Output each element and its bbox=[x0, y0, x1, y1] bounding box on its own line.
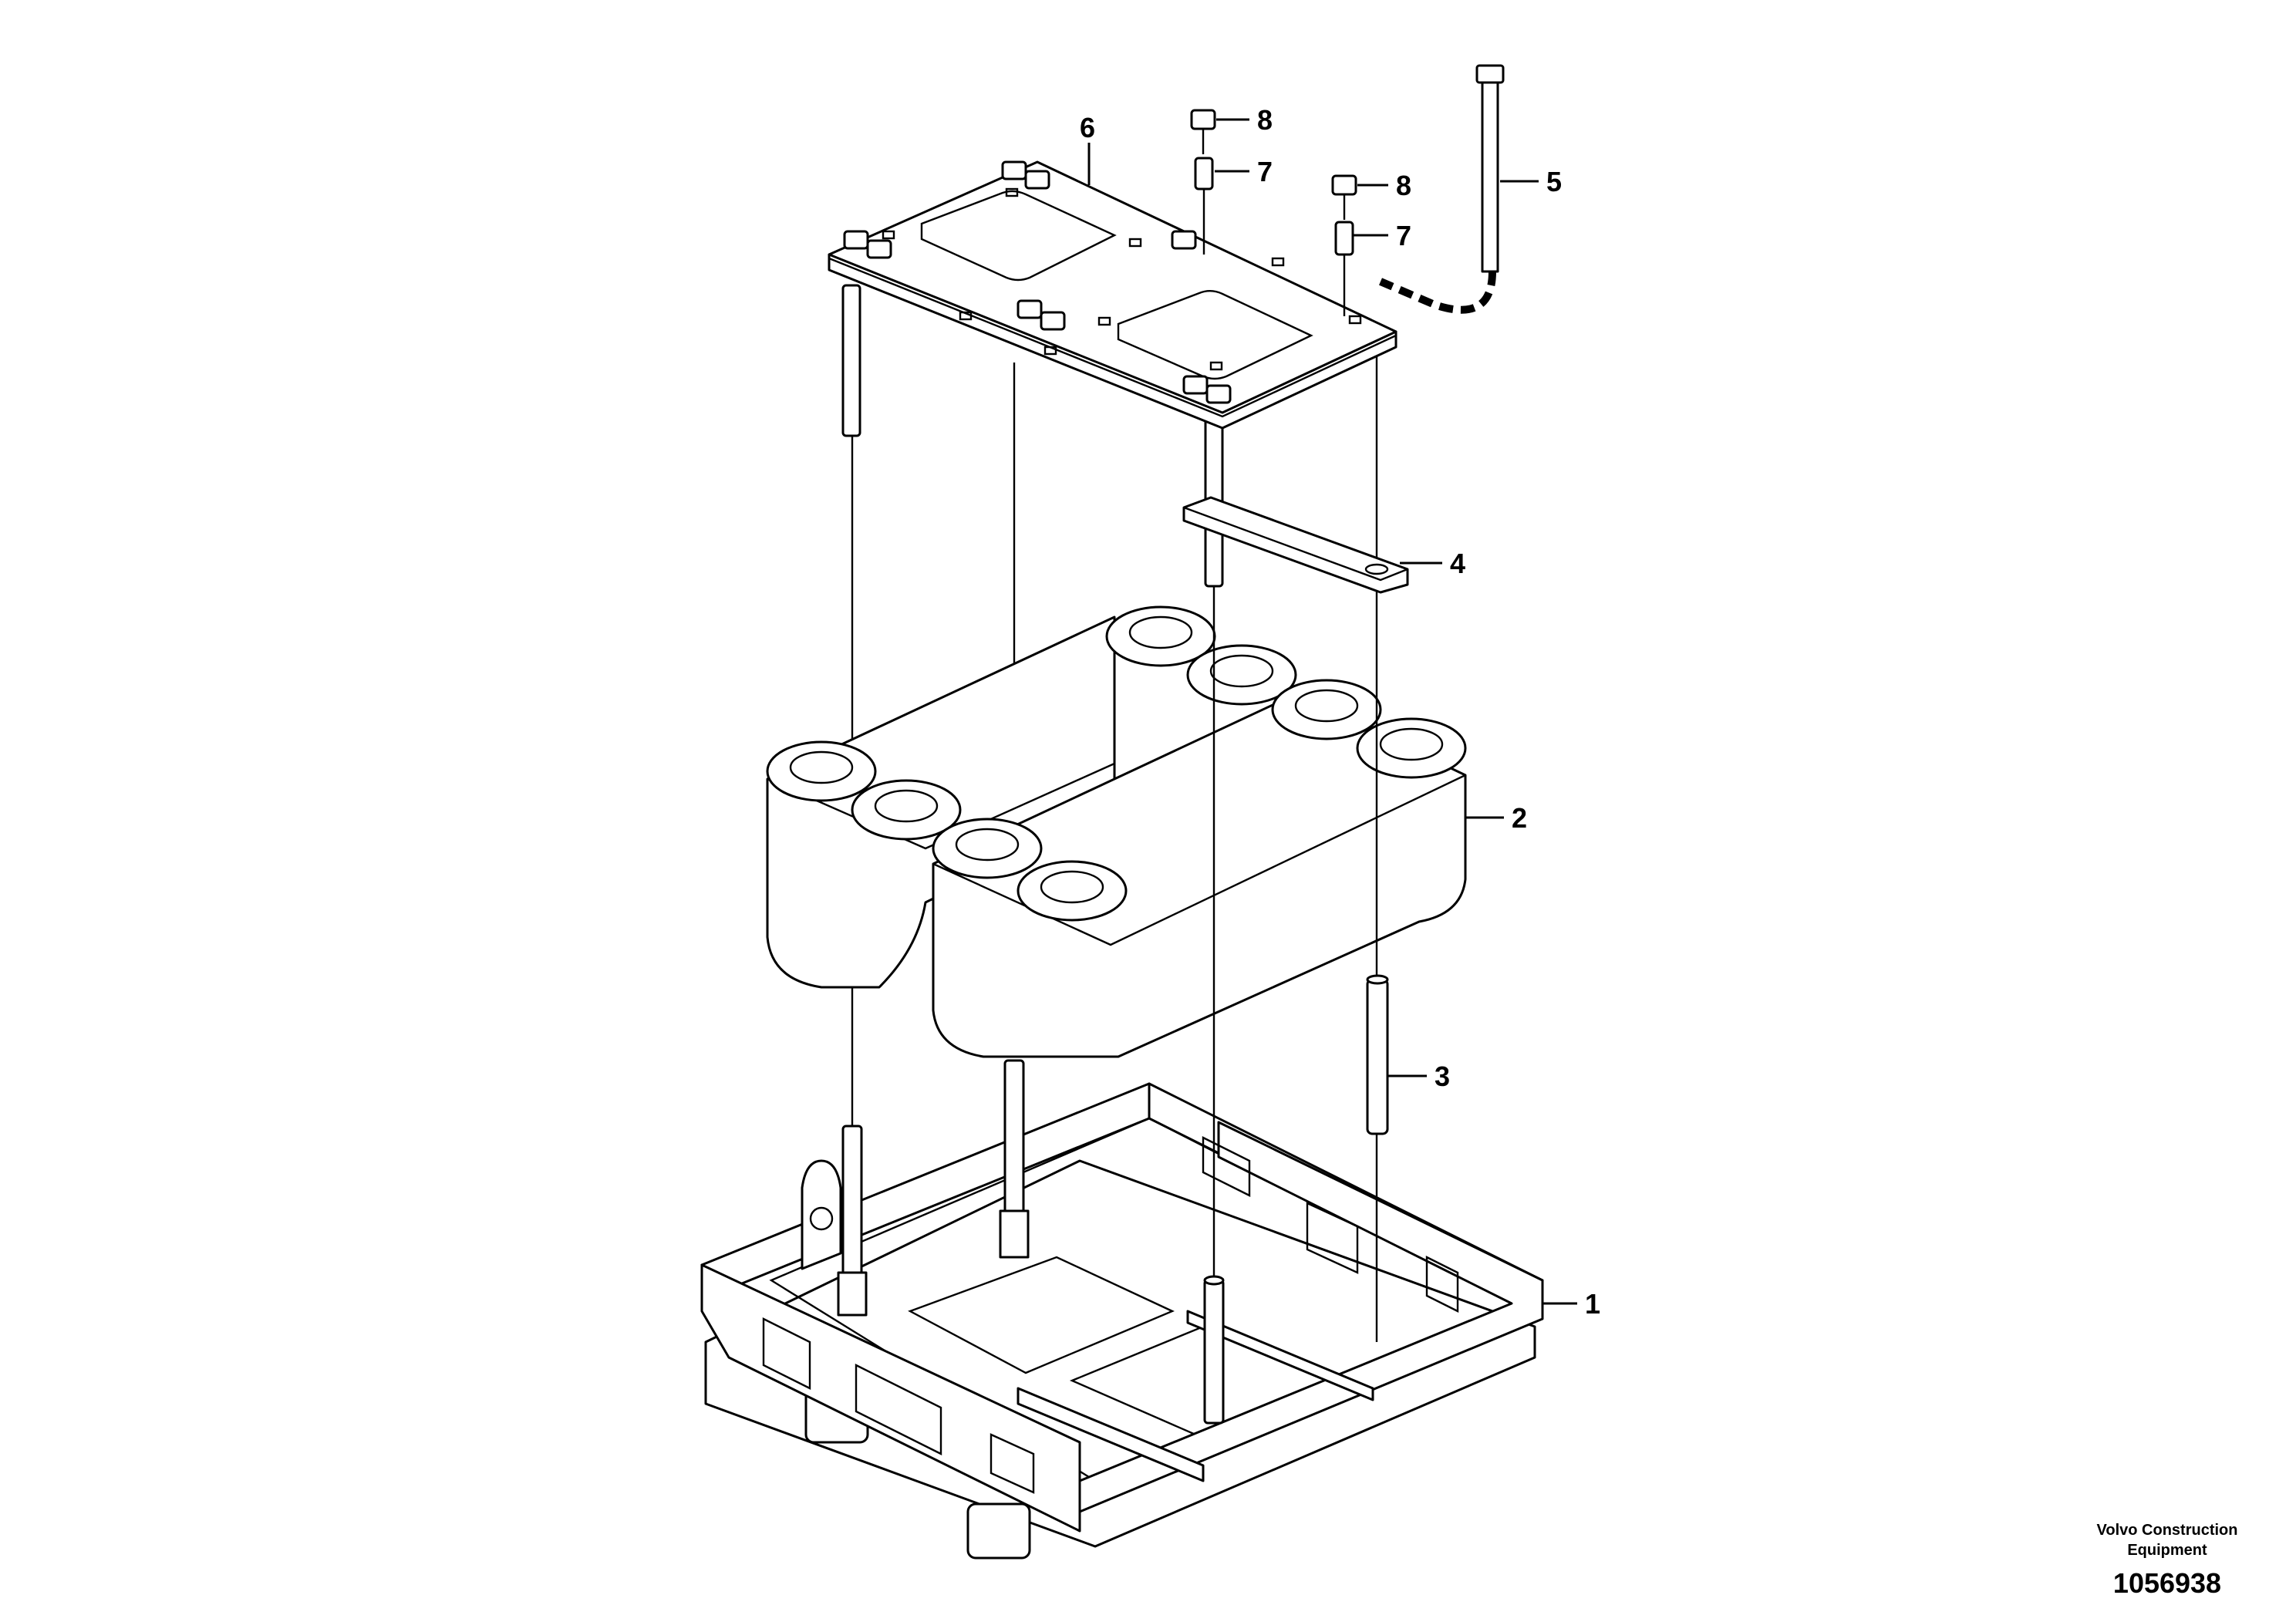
callout-7-right: 7 bbox=[1396, 220, 1411, 251]
battery-left bbox=[766, 605, 1297, 989]
callout-8-left: 8 bbox=[1257, 104, 1273, 136]
nut-left bbox=[1190, 109, 1216, 154]
clamp-bar bbox=[1182, 496, 1409, 594]
callout-6: 6 bbox=[1080, 112, 1095, 143]
callout-1: 1 bbox=[1585, 1288, 1600, 1320]
leader-lines bbox=[1087, 118, 1577, 1305]
sleeve-right bbox=[1334, 221, 1354, 316]
spacer-tube bbox=[1366, 974, 1389, 1135]
bolt bbox=[1379, 64, 1505, 314]
callout-7-left: 7 bbox=[1257, 156, 1273, 187]
callout-4: 4 bbox=[1450, 548, 1465, 579]
nut-right bbox=[1331, 174, 1357, 220]
top-plate bbox=[828, 160, 1397, 430]
sleeve-left bbox=[1194, 157, 1214, 255]
callout-3: 3 bbox=[1435, 1061, 1450, 1092]
callout-2: 2 bbox=[1512, 802, 1527, 834]
credit-line-2: Equipment bbox=[2127, 1542, 2207, 1559]
callout-5: 5 bbox=[1546, 166, 1562, 197]
battery-right bbox=[932, 679, 1467, 1058]
base-frame bbox=[700, 1082, 1544, 1560]
tie-rods bbox=[837, 284, 1378, 1425]
credit-line-1: Volvo Construction bbox=[2097, 1522, 2238, 1539]
callout-8-right: 8 bbox=[1396, 170, 1411, 201]
drawing-number: 1056938 bbox=[2113, 1567, 2221, 1599]
